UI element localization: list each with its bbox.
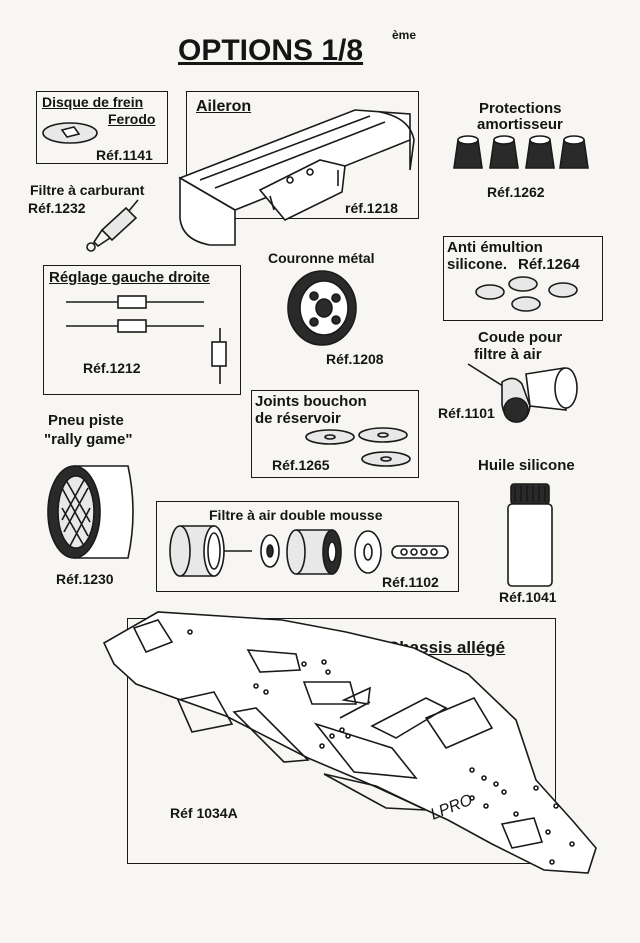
joints-box	[251, 390, 419, 478]
air-filter-elbow-illustration	[467, 363, 578, 423]
joints-name-2: de réservoir	[255, 410, 341, 427]
double-foam-filter-illustration	[169, 525, 449, 577]
aileron-name: Aileron	[196, 98, 252, 115]
tire-illustration	[47, 465, 134, 559]
couronne-name: Couronne métal	[268, 250, 375, 266]
silicone-pads-illustration	[475, 276, 578, 312]
shock-protectors-illustration	[453, 135, 589, 169]
reglage-ref: Réf.1212	[83, 360, 141, 376]
chassis-ref: Réf 1034A	[170, 805, 238, 821]
pneu-ref: Réf.1230	[56, 571, 114, 587]
aileron-ref: réf.1218	[345, 200, 398, 216]
anti-emultion-name: Anti émultion	[447, 239, 543, 256]
anti-emultion-box	[443, 236, 603, 321]
aileron-box	[186, 91, 419, 219]
protections-ref: Réf.1262	[487, 184, 545, 200]
gaskets-illustration	[305, 427, 411, 467]
page-title-superscript: ème	[392, 28, 417, 42]
joints-name: Joints bouchon	[255, 393, 367, 410]
disque-frein-name-2: Ferodo	[108, 111, 156, 127]
anti-emultion-ref: Réf.1264	[518, 256, 580, 273]
filtre-carburant-ref: Réf.1232	[28, 200, 86, 216]
coude-name: Coude pour	[478, 329, 563, 346]
protections-name: Protections	[479, 100, 562, 117]
protections-name-2: amortisseur	[477, 116, 563, 133]
fuel-filter-illustration	[86, 199, 139, 252]
pneu-name: Pneu piste	[48, 412, 124, 429]
huile-name: Huile silicone	[478, 457, 575, 474]
joints-ref: Réf.1265	[272, 457, 330, 473]
chassis-box	[127, 618, 556, 864]
filtre-air-ref: Réf.1102	[382, 574, 439, 590]
brake-disc-illustration	[42, 122, 98, 144]
coude-name-2: filtre à air	[474, 346, 542, 363]
disque-frein-name: Disque de frein	[42, 94, 144, 110]
anti-emultion-name-2: silicone.	[447, 256, 508, 273]
filtre-carburant-name: Filtre à carburant	[30, 182, 145, 198]
huile-ref: Réf.1041	[499, 589, 557, 605]
oil-bottle-illustration	[507, 483, 553, 587]
reglage-box	[43, 265, 241, 395]
pneu-name-2: "rally game"	[44, 431, 133, 448]
reglage-name: Réglage gauche droite	[49, 269, 210, 286]
turnbuckles-illustration	[66, 295, 227, 384]
chassis-plate-illustration	[102, 611, 597, 874]
filtre-air-name: Filtre à air double mousse	[209, 507, 383, 523]
disque-frein-box	[36, 91, 168, 164]
disque-frein-ref: Réf.1141	[96, 147, 153, 163]
wing-illustration	[178, 109, 415, 246]
spur-gear-illustration	[287, 270, 357, 346]
couronne-ref: Réf.1208	[326, 351, 384, 367]
filtre-air-box	[156, 501, 459, 592]
page-title: OPTIONS 1/8	[178, 34, 364, 67]
coude-ref: Réf.1101	[438, 405, 495, 421]
